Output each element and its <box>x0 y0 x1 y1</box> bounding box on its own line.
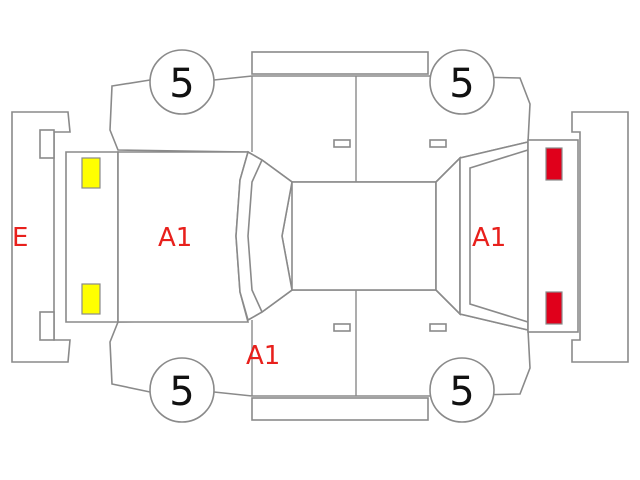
headlight-left <box>81 157 101 189</box>
damage-label-hood: A1 <box>158 223 192 253</box>
wheel-rear-right: 5 <box>429 357 495 423</box>
damage-label-front-bumper: E <box>12 223 28 253</box>
damage-label-front-left-fender: A1 <box>246 341 280 371</box>
headlight-right <box>81 283 101 315</box>
tire-label-front-right: 5 <box>169 369 194 415</box>
wheel-front-left: 5 <box>149 49 215 115</box>
tire-label-front-left: 5 <box>169 61 194 107</box>
damage-label-trunk: A1 <box>472 223 506 253</box>
rear-bumper <box>571 111 629 363</box>
wheel-front-right: 5 <box>149 357 215 423</box>
tire-label-rear-left: 5 <box>449 61 474 107</box>
taillight-right <box>545 291 563 325</box>
taillight-left <box>545 147 563 181</box>
front-bumper <box>11 111 71 363</box>
wheel-rear-left: 5 <box>429 49 495 115</box>
cabin <box>235 150 461 322</box>
tire-label-rear-right: 5 <box>449 369 474 415</box>
roof-rail-bottom <box>251 397 429 421</box>
roof-rail-top <box>251 51 429 75</box>
hood <box>65 151 250 323</box>
